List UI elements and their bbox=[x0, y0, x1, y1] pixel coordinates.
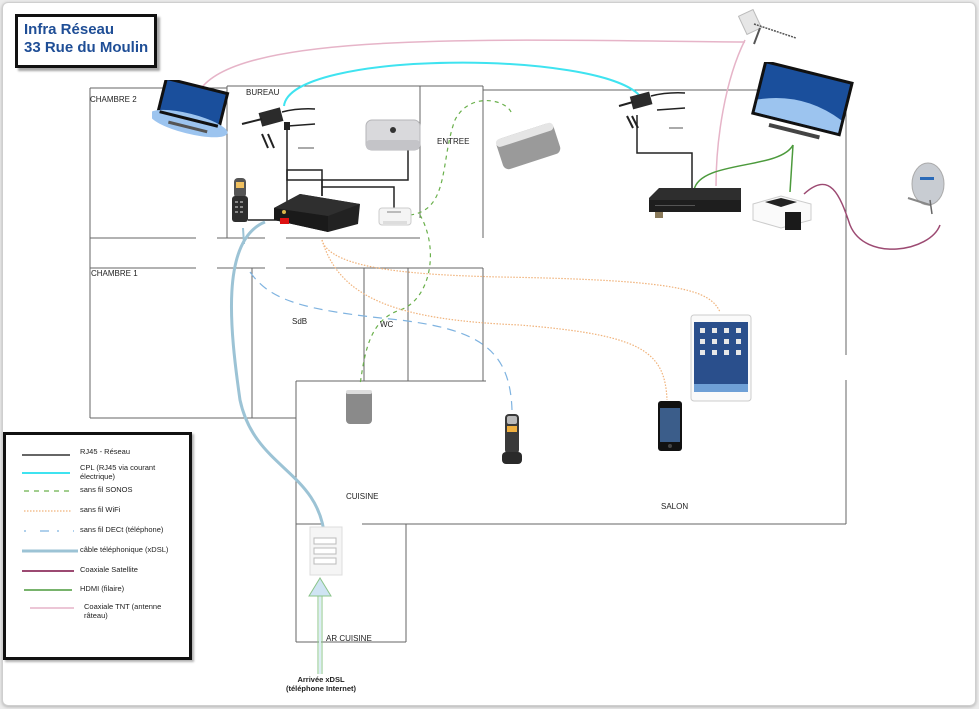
cable-satellite bbox=[803, 183, 941, 250]
legend-swatch-hdmi bbox=[24, 589, 72, 591]
xdsl-arrival-label: Arrivée xDSL (téléphone Internet) bbox=[273, 675, 369, 693]
cable-cpl bbox=[283, 61, 641, 107]
legend-label: Coaxiale Satellite bbox=[80, 565, 138, 574]
legend-item: câble téléphonique (xDSL) bbox=[6, 545, 189, 565]
sonos-bridge-icon bbox=[378, 207, 412, 226]
cpl-adapter-icon bbox=[618, 91, 686, 129]
room-chambre2: CHAMBRE 2 bbox=[90, 95, 137, 104]
legend-item: Coaxiale TNT (antenne râteau) bbox=[6, 602, 189, 626]
wireless-sonos bbox=[359, 100, 513, 386]
smartphone-icon bbox=[658, 401, 682, 451]
legend-label: Coaxiale TNT (antenne râteau) bbox=[84, 602, 162, 620]
dect-phone-icon bbox=[232, 178, 248, 222]
legend-swatch-tnt bbox=[30, 607, 74, 609]
room-entree: ENTREE bbox=[437, 137, 470, 146]
legend-label: sans fil SONOS bbox=[80, 485, 133, 494]
legend-label: HDMI (filaire) bbox=[80, 584, 125, 593]
tnt-antenna-icon bbox=[738, 8, 797, 45]
cable-xdsl bbox=[230, 220, 327, 541]
legend-item: Coaxiale Satellite bbox=[6, 565, 189, 585]
legend-item: CPL (RJ45 via courant électrique) bbox=[6, 463, 189, 483]
legend-item: sans fil DECt (téléphone) bbox=[6, 525, 189, 545]
legend-label: CPL (RJ45 via courant électrique) bbox=[80, 463, 156, 481]
legend-swatch-sonos bbox=[24, 490, 72, 492]
tv-icon bbox=[751, 62, 854, 140]
legend-item: RJ45 - Réseau bbox=[6, 447, 189, 467]
room-salon: SALON bbox=[661, 502, 689, 511]
cable-tnt-salon bbox=[715, 39, 746, 187]
satellite-dish-icon bbox=[907, 162, 945, 215]
legend-swatch-wifi bbox=[24, 510, 72, 512]
legend-swatch-satellite bbox=[22, 570, 74, 572]
cables-hdmi bbox=[693, 144, 794, 193]
room-sdb: SdB bbox=[292, 317, 308, 326]
tv-icon bbox=[152, 80, 230, 138]
title-line-2: 33 Rue du Moulin bbox=[24, 39, 149, 56]
mac-mini-icon bbox=[365, 119, 421, 151]
legend-label: câble téléphonique (xDSL) bbox=[80, 545, 169, 554]
room-bureau: BUREAU bbox=[246, 88, 280, 97]
arrival-line-2: (téléphone Internet) bbox=[285, 684, 356, 693]
wireless-wifi bbox=[321, 239, 721, 401]
xdsl-arrival-arrow bbox=[308, 577, 332, 674]
legend: RJ45 - Réseau CPL (RJ45 via courant élec… bbox=[3, 432, 192, 660]
legend-swatch-cpl bbox=[22, 472, 70, 474]
tv-decoder-icon bbox=[649, 188, 741, 218]
phone-socket-icon bbox=[309, 526, 343, 576]
dect-phone-icon bbox=[502, 414, 522, 464]
legend-label: RJ45 - Réseau bbox=[80, 447, 131, 456]
sonos-speaker-icon bbox=[495, 122, 561, 170]
sonos-speaker-icon bbox=[346, 390, 372, 424]
legend-item: sans fil WiFi bbox=[6, 505, 189, 525]
internet-box-icon bbox=[274, 194, 360, 232]
cable-tnt bbox=[199, 39, 746, 91]
satellite-decoder-icon bbox=[752, 195, 812, 230]
legend-label: sans fil DECt (téléphone) bbox=[80, 525, 164, 534]
legend-swatch-rj45 bbox=[22, 454, 70, 456]
diagram-title: Infra Réseau 33 Rue du Moulin bbox=[15, 14, 157, 68]
legend-item: sans fil SONOS bbox=[6, 485, 189, 505]
room-chambre1: CHAMBRE 1 bbox=[91, 269, 138, 278]
cpl-adapter-icon bbox=[241, 107, 316, 149]
tablet-icon bbox=[690, 314, 752, 402]
legend-swatch-dect bbox=[24, 530, 74, 532]
arrival-line-1: Arrivée xDSL bbox=[297, 675, 345, 684]
legend-swatch-xdsl bbox=[22, 549, 78, 553]
title-line-1: Infra Réseau bbox=[24, 21, 115, 38]
room-wc: WC bbox=[380, 320, 394, 329]
room-cuisine: CUISINE bbox=[346, 492, 379, 501]
legend-label: sans fil WiFi bbox=[80, 505, 121, 514]
wireless-dect bbox=[249, 271, 513, 411]
legend-item: HDMI (filaire) bbox=[6, 584, 189, 604]
room-ar-cuisine: AR CUISINE bbox=[326, 634, 372, 643]
